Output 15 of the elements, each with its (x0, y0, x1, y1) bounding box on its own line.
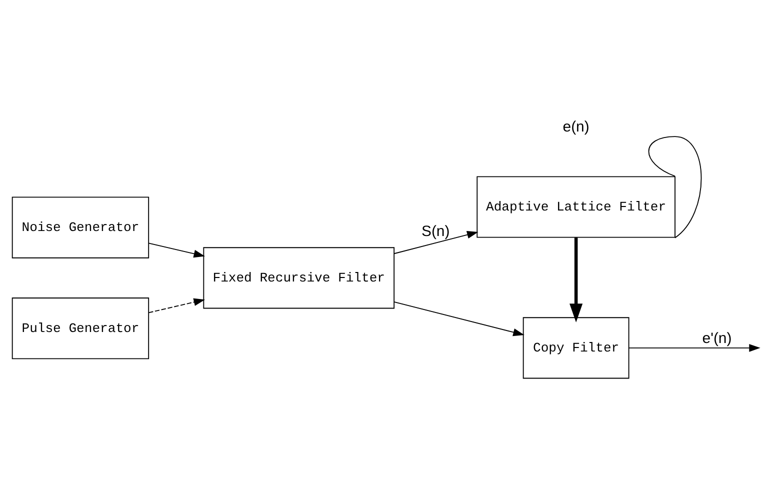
arrow (394, 230, 478, 254)
edge-label: e(n) (562, 118, 590, 136)
node-box: Adaptive Lattice Filter (476, 176, 676, 238)
node-box: Noise Generator (12, 196, 150, 258)
arrow (394, 300, 524, 336)
node-box: Pulse Generator (12, 297, 150, 359)
arrow (570, 237, 583, 322)
arrow (628, 344, 760, 352)
connector (648, 136, 702, 238)
arrow (148, 298, 205, 313)
edge-label: S(n) (421, 222, 450, 240)
edge-label: e'(n) (702, 330, 732, 347)
node-box: Fixed Recursive Filter (203, 246, 395, 308)
node-box: Copy Filter (522, 316, 630, 378)
arrow (148, 242, 205, 258)
